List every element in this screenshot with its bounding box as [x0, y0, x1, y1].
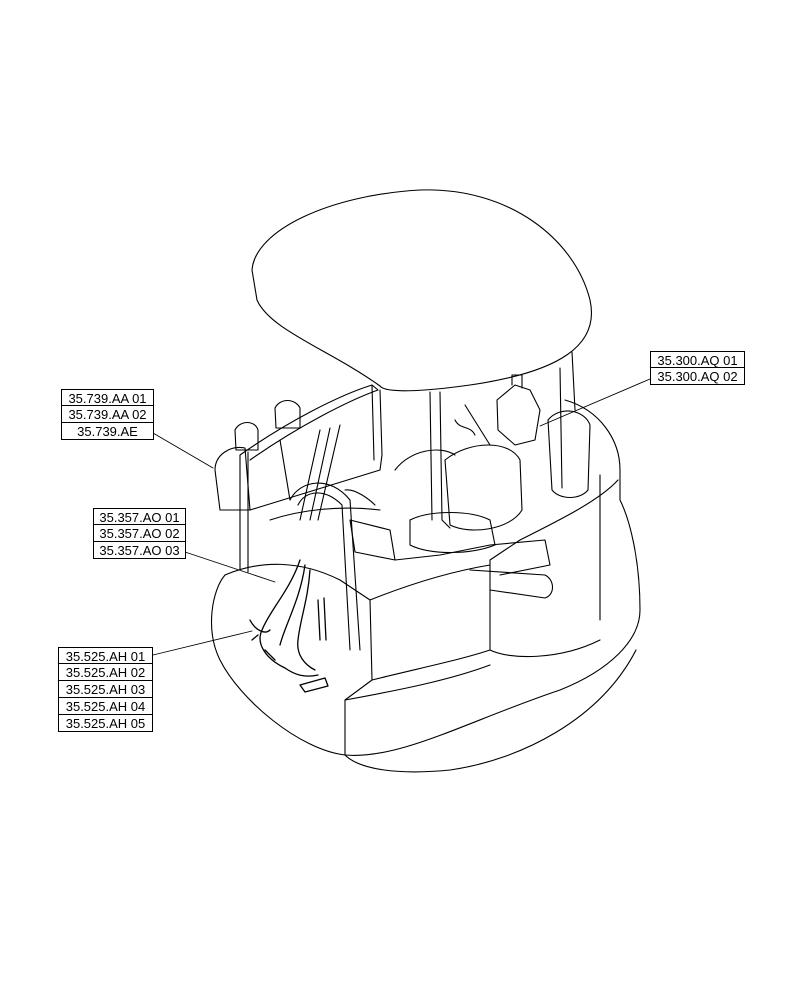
ref-label[interactable]: 35.525.AH 03: [58, 681, 153, 698]
canopy-posts: [429, 351, 576, 529]
ref-label[interactable]: 35.525.AH 05: [58, 715, 153, 732]
control-levers: [279, 424, 376, 651]
ref-label[interactable]: 35.357.AO 01: [93, 508, 186, 525]
ref-label[interactable]: 35.357.AO 03: [93, 542, 186, 559]
engine-parts: [454, 374, 541, 446]
floor-frame: [349, 519, 554, 599]
operator-seat: [394, 444, 523, 554]
ref-label[interactable]: 35.357.AO 02: [93, 525, 186, 542]
ref-label[interactable]: 35.300.AQ 01: [650, 351, 745, 368]
callout-left-console: 35.739.AA 01 35.739.AA 02 35.739.AE: [61, 389, 154, 440]
leader-lines: [152, 378, 651, 656]
left-console: [214, 399, 383, 521]
callout-floor-harness: 35.525.AH 01 35.525.AH 02 35.525.AH 03 3…: [58, 647, 153, 732]
side-cowl: [547, 410, 591, 499]
ref-label[interactable]: 35.739.AA 02: [61, 406, 154, 423]
canopy-roof: [251, 189, 592, 392]
ref-label[interactable]: 35.525.AH 04: [58, 698, 153, 715]
rops-frame: [239, 384, 383, 573]
ref-label[interactable]: 35.525.AH 02: [58, 664, 153, 681]
ref-label[interactable]: 35.739.AE: [61, 423, 154, 440]
ref-label[interactable]: 35.300.AQ 02: [650, 368, 745, 385]
callout-pilot-lines: 35.357.AO 01 35.357.AO 02 35.357.AO 03: [93, 508, 186, 559]
body-shell: [210, 399, 641, 773]
ref-label[interactable]: 35.739.AA 01: [61, 389, 154, 406]
callout-canopy-wiring: 35.300.AQ 01 35.300.AQ 02: [650, 351, 745, 385]
ref-label[interactable]: 35.525.AH 01: [58, 647, 153, 664]
floor-harness: [249, 559, 329, 693]
